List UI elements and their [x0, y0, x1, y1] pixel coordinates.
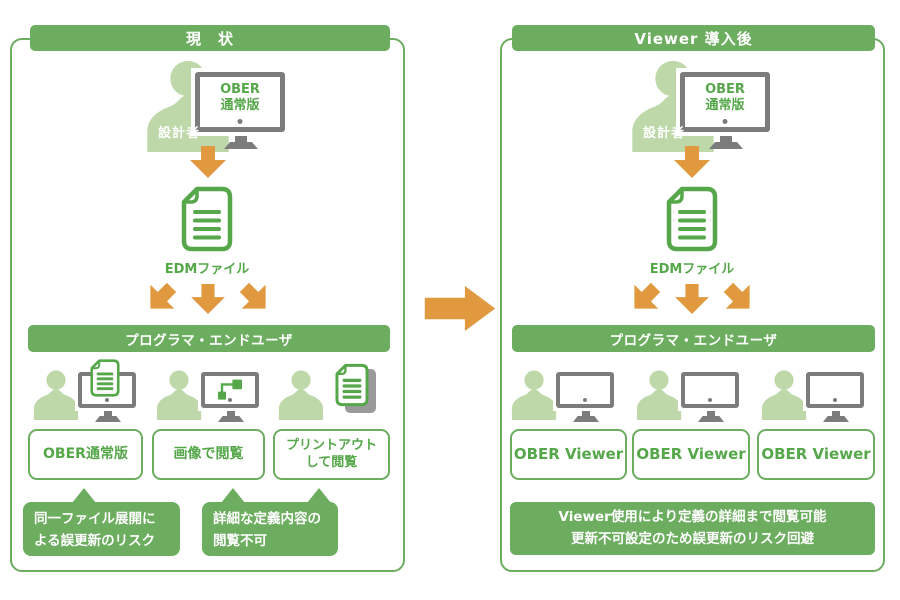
audience-bar: プログラマ・エンドユーザ [28, 325, 390, 352]
edm-file-icon [666, 186, 718, 252]
benefit-summary-bar: Viewer使用により定義の詳細まで閲覧可能 更新不可設定のため誤更新のリスク回… [510, 502, 875, 555]
callout-pointer-icon [72, 488, 96, 503]
monitor-icon [198, 369, 264, 422]
monitor-icon [803, 369, 869, 422]
callout-line1: 同一ファイル展開に [34, 511, 156, 527]
callout-line2: 閲覧不可 [213, 532, 267, 549]
callout-pointer-icon [221, 488, 245, 503]
outcome-box-ober-normal: OBER通常版 [28, 429, 143, 480]
monitor-stand-base [709, 142, 743, 149]
callout-line2: よる誤更新のリスク [34, 532, 156, 549]
monitor-stand-neck [832, 411, 840, 416]
monitor-dot-icon [237, 119, 243, 124]
user-person-icon [156, 370, 202, 420]
screen-text-line1: OBER [220, 82, 260, 97]
outcome-box-label: OBER通常版 [43, 446, 128, 463]
outcome-box-label: OBER Viewer [636, 444, 746, 463]
outcome-box-label2: して閲覧 [305, 454, 358, 470]
monitor-stand-neck [104, 411, 112, 416]
monitor-stand-base [218, 416, 244, 422]
callout-pointer-icon [307, 488, 331, 503]
outcome-box-image-view: 画像で閲覧 [152, 429, 265, 480]
monitor-stand-base [224, 142, 258, 149]
outcome-box-label: プリントアウト [285, 437, 377, 453]
arrow-down-right-icon [239, 282, 266, 309]
arrow-down-left-icon [634, 282, 661, 309]
arrow-down-right-icon [723, 282, 750, 309]
user-station-viewer [758, 367, 870, 425]
risk-callout-no-detail: 詳細な定義内容の 閲覧不可 [202, 502, 338, 556]
outcome-box-viewer: OBER Viewer [510, 429, 627, 480]
screen-text-line2: 通常版 [220, 97, 260, 113]
monitor-icon [553, 369, 619, 422]
flow-diagram-icon [218, 379, 242, 400]
user-person-icon [636, 370, 682, 420]
outcome-box-printout: プリントアウト して閲覧 [273, 429, 390, 480]
outcome-box-label: OBER Viewer [513, 444, 624, 463]
monitor-dot-icon [833, 398, 837, 402]
user-station-printout [275, 363, 387, 425]
monitor-dot-icon [708, 398, 712, 402]
user-station-ober [30, 359, 142, 425]
user-person-icon [33, 370, 79, 420]
outcome-box-viewer: OBER Viewer [632, 429, 750, 480]
outcome-box-label: OBER Viewer [761, 444, 871, 463]
summary-line2: 更新不可設定のため誤更新のリスク回避 [571, 530, 814, 547]
summary-line1: Viewer使用により定義の詳細まで閲覧可能 [558, 508, 827, 525]
user-person-icon [511, 370, 557, 420]
monitor-dot-icon [228, 398, 232, 402]
user-station-image [153, 367, 265, 425]
arrow-down-icon [675, 284, 709, 314]
outcome-box-viewer: OBER Viewer [757, 429, 875, 480]
designer-label: 設計者 [642, 126, 685, 141]
monitor-dot-icon [722, 119, 728, 124]
screen-text-line1: OBER [705, 82, 745, 97]
arrow-down-icon [191, 284, 225, 314]
monitor-icon [678, 369, 744, 422]
arrow-down-left-icon [150, 282, 177, 309]
monitor-stand-neck [707, 411, 715, 416]
monitor-stand-neck [720, 136, 732, 142]
panel-current-state-title: 現 状 [30, 25, 390, 51]
edm-file-icon [181, 186, 233, 252]
screen-text-line2: 通常版 [705, 97, 745, 113]
documents-stack-icon [335, 363, 369, 407]
monitor-stand-base [573, 416, 599, 422]
user-person-icon [761, 370, 807, 420]
user-station-viewer [633, 367, 745, 425]
edm-file-label: EDMファイル [649, 262, 735, 277]
monitor-dot-icon [105, 398, 109, 402]
arrow-down-icon [674, 146, 710, 178]
monitor-stand-neck [582, 411, 590, 416]
monitor-stand-neck [227, 411, 235, 416]
monitor-dot-icon [583, 398, 587, 402]
outcome-box-label: 画像で閲覧 [173, 446, 244, 463]
edm-file-label: EDMファイル [164, 262, 250, 277]
document-on-screen-icon [90, 359, 120, 397]
transition-arrow-icon [424, 286, 496, 331]
callout-line1: 詳細な定義内容の [213, 511, 321, 527]
user-person-icon [278, 370, 324, 420]
panel-after-viewer-title: Viewer 導入後 [512, 25, 875, 51]
designer-label: 設計者 [157, 126, 200, 141]
monitor-stand-base [823, 416, 849, 422]
audience-bar: プログラマ・エンドユーザ [512, 325, 875, 352]
arrow-down-icon [190, 146, 226, 178]
risk-callout-misupdate: 同一ファイル展開に よる誤更新のリスク [23, 502, 180, 556]
monitor-stand-base [698, 416, 724, 422]
monitor-stand-neck [235, 136, 247, 142]
monitor-stand-base [95, 416, 121, 422]
user-station-viewer [508, 367, 620, 425]
